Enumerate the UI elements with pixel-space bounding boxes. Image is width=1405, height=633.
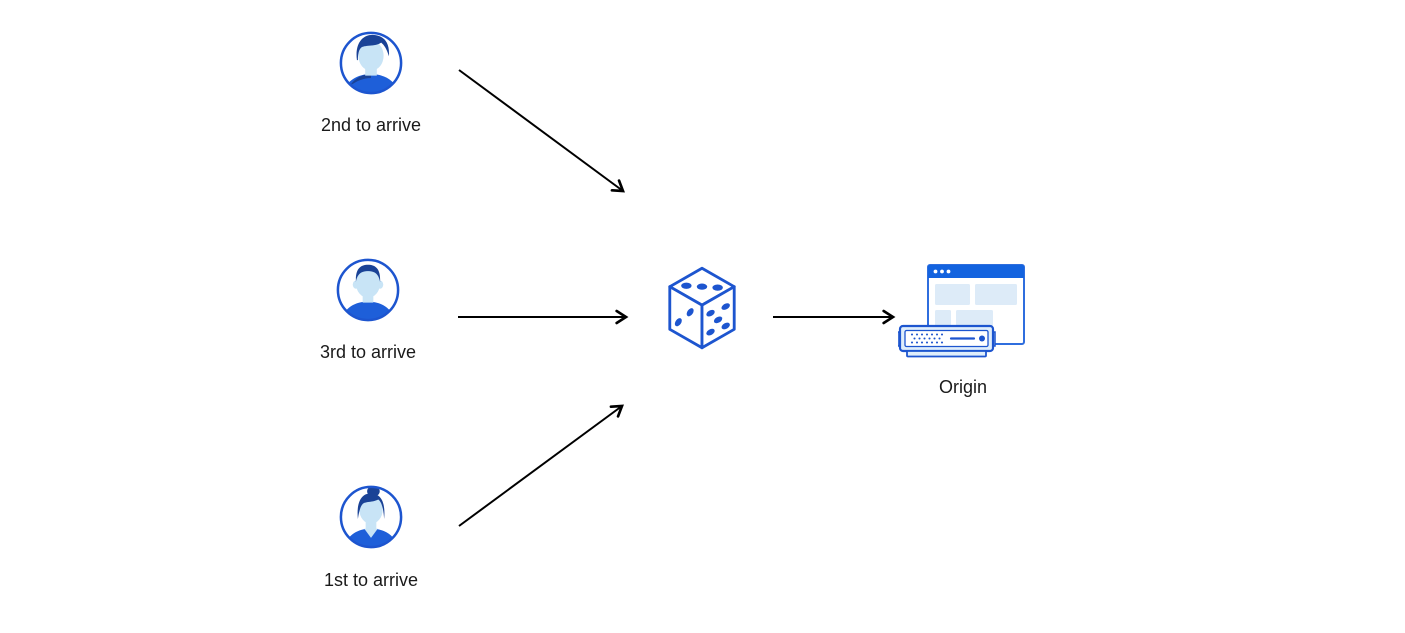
- arrow-client2-to-dice: [458, 69, 625, 193]
- client-node-2nd-to-arrive: [338, 30, 404, 101]
- randomizer-node: [666, 266, 738, 355]
- arrow-client1-to-dice: [458, 404, 624, 527]
- client-label-1st-to-arrive: 1st to arrive: [323, 570, 419, 590]
- client-node-1st-to-arrive: [338, 484, 404, 555]
- client-label-3rd-to-arrive: 3rd to arrive: [319, 342, 417, 362]
- user-avatar-man-short-hair-icon: [336, 258, 400, 322]
- origin-browser-and-server-icon: [897, 264, 1025, 358]
- server-vent-dots: [910, 333, 944, 344]
- client-node-3rd-to-arrive: [335, 257, 401, 328]
- dice-icon: [668, 266, 736, 350]
- client-label-2nd-to-arrive: 2nd to arrive: [320, 115, 422, 135]
- user-avatar-man-swept-hair-icon: [339, 31, 403, 95]
- origin-label: Origin: [938, 377, 987, 397]
- origin-node: [897, 263, 1028, 368]
- user-avatar-woman-bun-icon: [339, 485, 403, 549]
